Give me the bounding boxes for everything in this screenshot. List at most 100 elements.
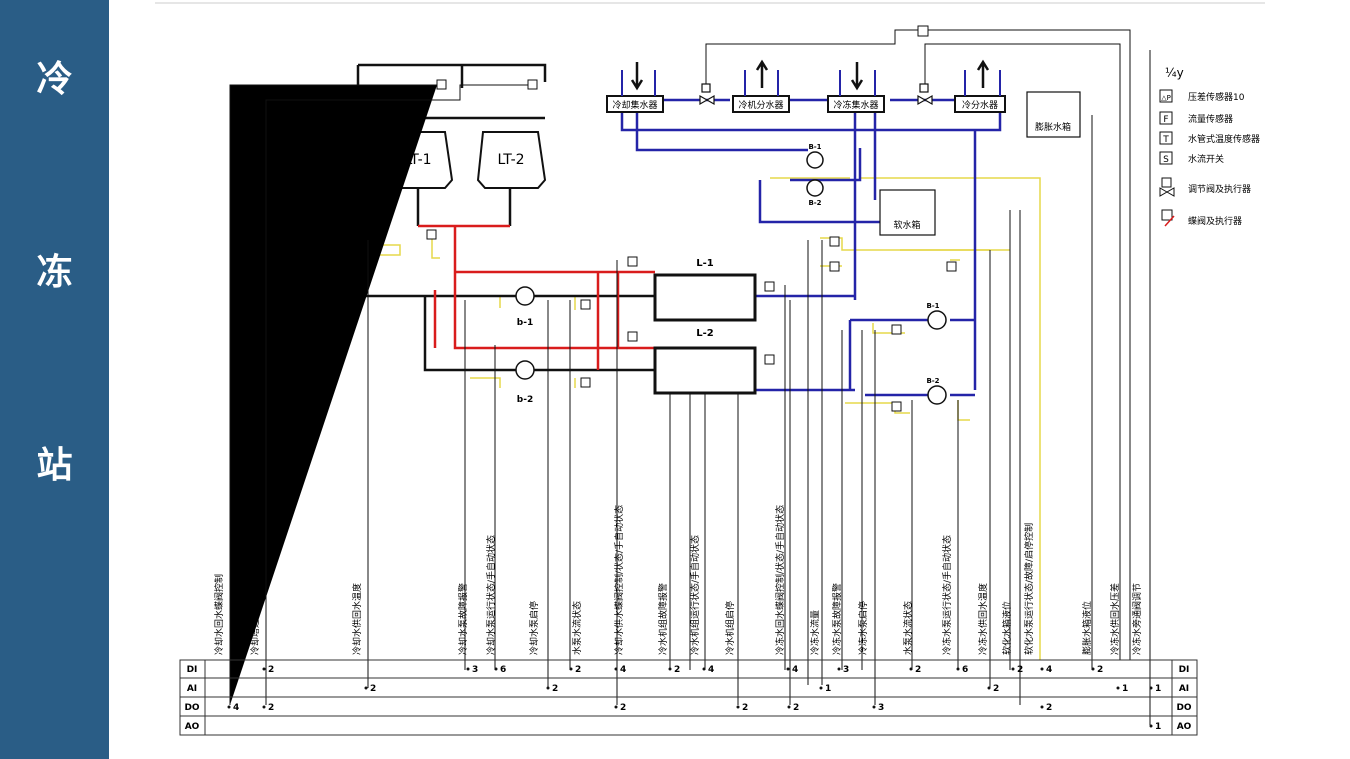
pump-b2-label: b-2 xyxy=(517,395,533,405)
io-count: 2 xyxy=(552,684,558,694)
svg-text:水流开关: 水流开关 xyxy=(1188,153,1224,165)
io-node xyxy=(819,686,823,690)
io-count: 6 xyxy=(500,665,506,675)
svg-text:蝶阀及执行器: 蝶阀及执行器 xyxy=(1188,215,1242,227)
signal-label: 冷冻水泵启停 xyxy=(857,601,869,655)
legend-item: F 流量传感器 xyxy=(1159,111,1233,125)
io-row-label-right: AO xyxy=(1177,722,1192,732)
io-count: 2 xyxy=(268,665,274,675)
io-count: 2 xyxy=(1046,703,1052,713)
io-count: 2 xyxy=(575,665,581,675)
svg-text:调节阀及执行器: 调节阀及执行器 xyxy=(1188,183,1251,195)
io-count: 2 xyxy=(370,684,376,694)
io-count: 2 xyxy=(742,703,748,713)
signal-label: 膨胀水箱液位 xyxy=(1081,601,1093,655)
io-node xyxy=(987,686,991,690)
io-count: 4 xyxy=(233,703,239,713)
bypass-signal-line xyxy=(705,29,1131,660)
cooling-return-header: 冷却集水器 xyxy=(606,62,664,113)
io-node xyxy=(786,667,790,671)
io-count: 3 xyxy=(472,665,478,675)
pump-B2-label: B-2 xyxy=(926,377,939,385)
io-row-label-left: AI xyxy=(187,684,197,694)
chiller1-label: L-1 xyxy=(696,258,714,269)
io-count: 1 xyxy=(1155,684,1161,694)
signal-labels: 冷却水回水蝶阀控制冷却塔运行状态/启停控制冷却水供回水温度冷却水泵故障报警冷却水… xyxy=(213,505,1143,655)
io-count: 2 xyxy=(1017,665,1023,675)
svg-text:F: F xyxy=(1163,115,1168,125)
io-node xyxy=(1040,705,1044,709)
signal-label: 冷冻水回水蝶阀控制/状态/手自动状态 xyxy=(774,505,786,655)
signal-label: 冷冻水泵故障报警 xyxy=(831,583,843,655)
chilled-pump-B2: B-2 xyxy=(926,377,947,405)
chilled-water-loop xyxy=(620,98,1002,397)
io-node xyxy=(668,667,672,671)
io-count: 1 xyxy=(825,684,831,694)
chiller-plant-schematic: LT-1 LT-2 L-1 L-2 b-1 b-2 B-1 B-2 B-1 B-… xyxy=(155,2,1265,736)
io-node xyxy=(837,667,841,671)
signal-label: 冷冻水供回水温度 xyxy=(977,583,989,655)
io-node xyxy=(956,667,960,671)
sidebar-char-3: 站 xyxy=(36,445,73,486)
io-count: 2 xyxy=(915,665,921,675)
signal-label: 冷冻水泵运行状态/手自动状态 xyxy=(941,535,953,655)
io-count: 4 xyxy=(708,665,714,675)
io-node xyxy=(1040,667,1044,671)
sidebar-char-1: 冷 xyxy=(36,59,73,100)
signal-drop-lines xyxy=(229,50,1151,725)
io-row-label-left: DI xyxy=(187,665,198,675)
chilled-return-header: 冷冻集水器 xyxy=(827,62,885,113)
io-count: 2 xyxy=(793,703,799,713)
io-count: 1 xyxy=(1155,722,1161,732)
makeup-pump-upper: B-1 xyxy=(806,143,824,169)
svg-text:软水箱: 软水箱 xyxy=(893,219,920,231)
signal-label: 冷却水泵故障报警 xyxy=(457,583,469,655)
differential-pressure-sensor xyxy=(917,25,929,37)
io-node xyxy=(614,667,618,671)
chilled-supply-header: 冷分水器 xyxy=(954,59,1006,113)
io-node xyxy=(1149,724,1153,728)
io-row-label-left: AO xyxy=(185,722,200,732)
io-node xyxy=(872,705,876,709)
signal-label: 软化水箱液位 xyxy=(1001,601,1013,655)
svg-text:冷分水器: 冷分水器 xyxy=(962,99,998,111)
signal-label: 冷水机组运行状态/手自动状态 xyxy=(689,535,701,655)
svg-text:S: S xyxy=(1163,155,1169,165)
svg-text:水管式温度传感器: 水管式温度传感器 xyxy=(1188,133,1260,145)
tower2-label: LT-2 xyxy=(497,152,524,168)
io-count: 4 xyxy=(792,665,798,675)
chiller-l1: L-1 xyxy=(653,258,757,322)
io-count: 4 xyxy=(620,665,626,675)
signal-label: 水泵水流状态 xyxy=(902,601,914,655)
signal-label: 冷水机组启停 xyxy=(724,601,736,655)
legend-title: ¼y xyxy=(1165,66,1184,80)
sidebar-char-2: 冻 xyxy=(36,252,73,293)
io-node xyxy=(227,705,231,709)
soft-water-tank: 软水箱 xyxy=(879,189,936,236)
chilled-pump-B1: B-1 xyxy=(926,302,947,330)
io-node xyxy=(787,705,791,709)
io-count: 2 xyxy=(993,684,999,694)
io-node xyxy=(1116,686,1120,690)
condenser-supply-loop xyxy=(418,224,655,370)
io-count: 2 xyxy=(1097,665,1103,675)
makeup-pump-lower: B-2 xyxy=(806,179,824,207)
pump-lower-label: B-2 xyxy=(808,199,821,207)
io-count: 4 xyxy=(1046,665,1052,675)
signal-label: 冷冻水供回水压差 xyxy=(1109,583,1121,655)
io-count: 2 xyxy=(620,703,626,713)
io-node xyxy=(262,705,266,709)
cooling-pump-b2: b-2 xyxy=(515,360,535,405)
io-row-label-left: DO xyxy=(184,703,199,713)
svg-text:△P: △P xyxy=(1161,94,1171,102)
svg-text:压差传感器10: 压差传感器10 xyxy=(1188,91,1245,103)
legend-item: T 水管式温度传感器 xyxy=(1159,131,1260,145)
signal-label: 冷却水泵启停 xyxy=(528,601,540,655)
io-row-label-right: DO xyxy=(1176,703,1191,713)
io-node xyxy=(569,667,573,671)
io-node xyxy=(364,686,368,690)
io-node xyxy=(702,667,706,671)
io-node xyxy=(909,667,913,671)
